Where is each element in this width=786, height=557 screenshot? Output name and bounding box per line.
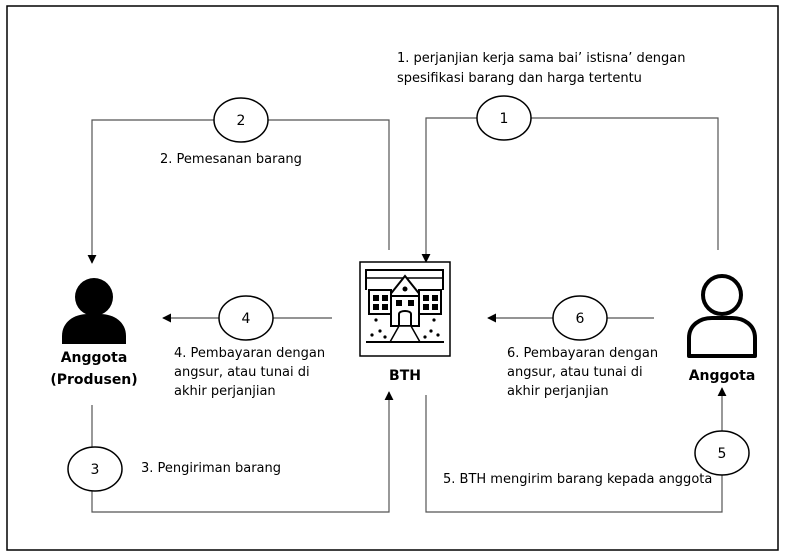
step-5-text: 5. BTH mengirim barang kepada anggota (443, 472, 712, 487)
step-circle-1: 1 (476, 95, 532, 141)
step-1-text-line-1: 1. perjanjian kerja sama bai’ istisna’ d… (397, 51, 686, 66)
person-outline-icon (687, 274, 757, 358)
svg-text:4: 4 (242, 311, 251, 327)
bth-label: BTH (389, 368, 421, 384)
step-circle-5: 5 (694, 430, 750, 476)
step-2-text: 2. Pemesanan barang (160, 152, 302, 167)
step-circle-4: 4 (218, 295, 274, 341)
flow-1-arrow (421, 117, 719, 263)
producer-label-line-1: Anggota (61, 350, 128, 366)
svg-text:6: 6 (576, 311, 585, 327)
svg-text:1: 1 (500, 111, 509, 127)
producer-label-line-2: (Produsen) (50, 372, 137, 388)
step-circle-2: 2 (213, 97, 269, 143)
flow-3-arrow (91, 391, 394, 513)
diagram-frame (6, 5, 779, 551)
step-1-text-line-2: spesifikasi barang dan harga tertentu (397, 71, 642, 86)
svg-text:2: 2 (237, 113, 246, 129)
step-4-text-line-1: 4. Pembayaran dengan (174, 346, 325, 361)
member-label: Anggota (689, 368, 756, 384)
step-6-text-line-2: angsur, atau tunai di (507, 365, 643, 380)
person-filled-icon (62, 278, 126, 344)
step-4-text-line-2: angsur, atau tunai di (174, 365, 310, 380)
svg-text:3: 3 (91, 462, 100, 478)
step-circle-3: 3 (67, 446, 123, 492)
bank-building-icon (359, 261, 451, 357)
flow-5-arrow (425, 387, 727, 513)
step-6-text-line-1: 6. Pembayaran dengan (507, 346, 658, 361)
step-circle-6: 6 (552, 295, 608, 341)
step-4-text-line-3: akhir perjanjian (174, 384, 276, 399)
svg-text:5: 5 (718, 446, 727, 462)
step-3-text: 3. Pengiriman barang (141, 461, 281, 476)
step-6-text-line-3: akhir perjanjian (507, 384, 609, 399)
